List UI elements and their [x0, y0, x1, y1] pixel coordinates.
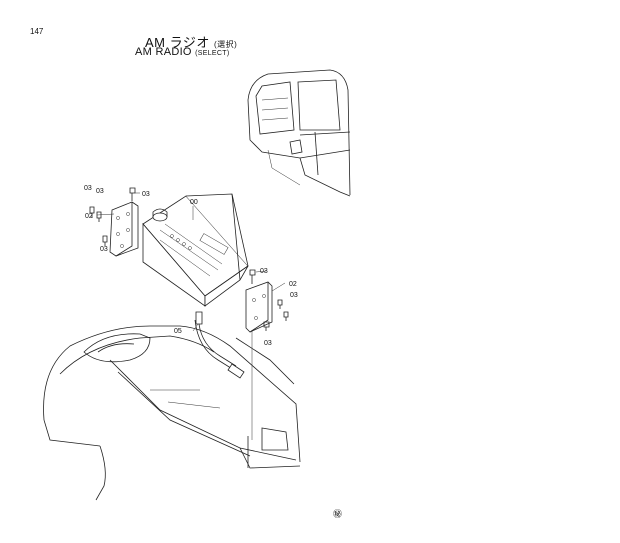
console-illustration	[43, 325, 301, 501]
callout-bolt-e: 03	[260, 268, 268, 275]
left-bracket-part	[109, 201, 139, 257]
title-jp-sub: (選択)	[213, 40, 238, 49]
title-english: AM RADIO (SELECT)	[135, 46, 229, 58]
title-japanese: AM ラジオ (選択)	[145, 32, 237, 51]
title-en-main: AM RADIO	[135, 46, 192, 58]
callout-bracket-right: 02	[289, 281, 297, 288]
page-number: 147	[30, 27, 44, 36]
antenna-cable-part	[194, 311, 245, 379]
title-jp-main: AM ラジオ	[145, 35, 210, 50]
callout-bolt-b: 03	[96, 188, 104, 195]
callout-bracket-left: 02	[85, 213, 93, 220]
callout-bolt-f: 03	[290, 292, 298, 299]
callout-bolt-g: 03	[264, 340, 272, 347]
leader-lines	[96, 192, 286, 440]
title-en-sub: (SELECT)	[195, 50, 230, 57]
callout-bolt-d: 03	[100, 246, 108, 253]
confidential-mark: ㊙	[333, 509, 343, 519]
callout-radio: 00	[190, 199, 198, 206]
callout-bolt-c: 03	[142, 191, 150, 198]
callout-bolt-a: 03	[84, 185, 92, 192]
callout-antenna-cable: 05	[174, 328, 182, 335]
cab-inset-illustration	[247, 69, 351, 197]
radio-unit-part	[142, 193, 249, 307]
right-bracket-part	[245, 281, 273, 333]
